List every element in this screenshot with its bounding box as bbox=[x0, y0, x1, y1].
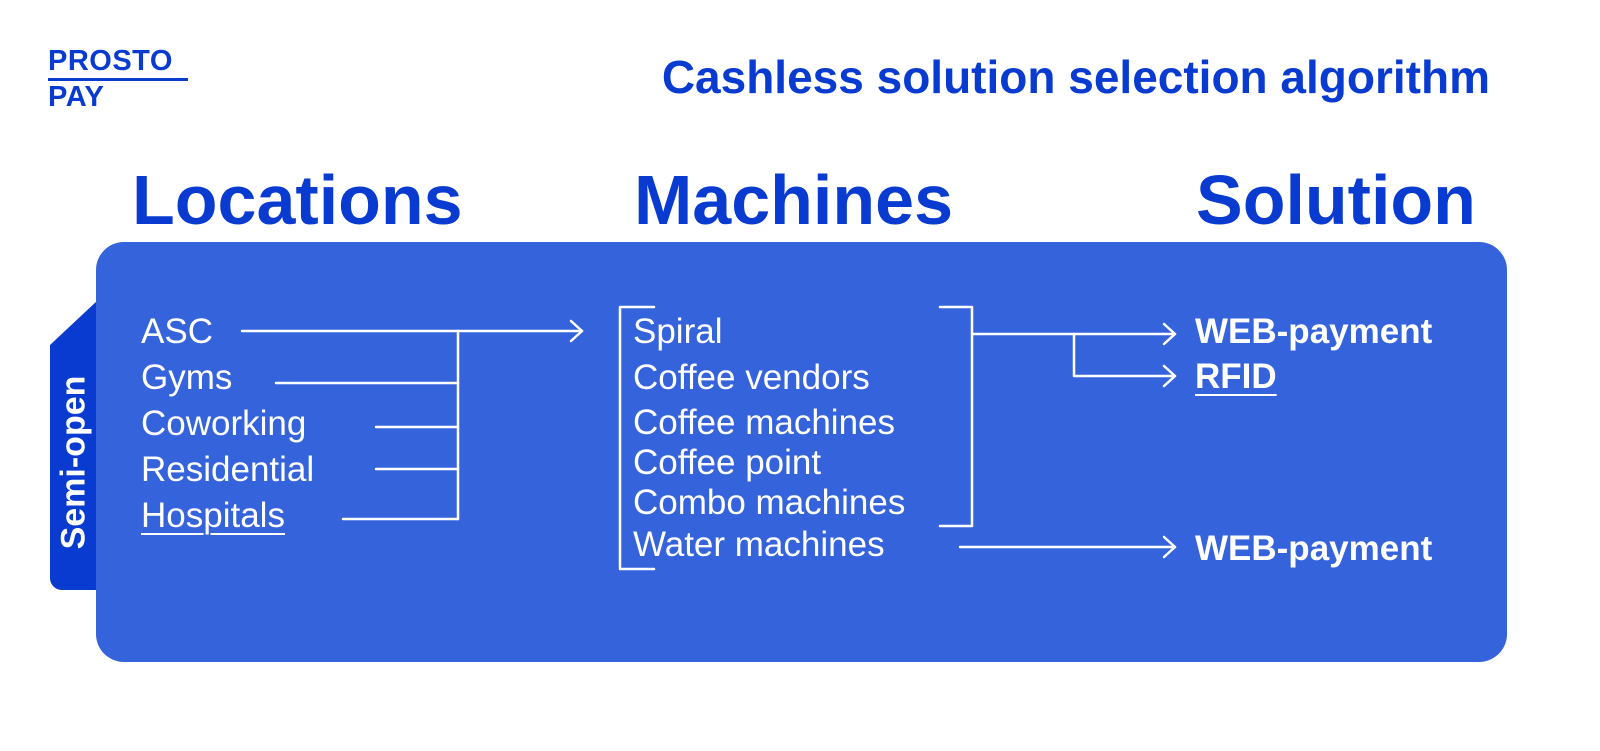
arrowhead-web-payment-2 bbox=[1162, 535, 1177, 559]
machines-left-bracket bbox=[618, 305, 656, 571]
location-gyms: Gyms bbox=[141, 358, 233, 397]
machine-coffee-point: Coffee point bbox=[633, 443, 822, 482]
column-header-machines: Machines bbox=[634, 161, 953, 239]
solution-rfid: RFID bbox=[1195, 357, 1277, 396]
machine-coffee-vendors: Coffee vendors bbox=[633, 358, 870, 397]
solution-web-payment-2: WEB-payment bbox=[1195, 529, 1433, 568]
location-residential: Residential bbox=[141, 450, 315, 489]
connector-to-rfid bbox=[1072, 332, 1177, 378]
column-header-locations: Locations bbox=[132, 161, 463, 239]
machine-water-machines: Water machines bbox=[633, 525, 885, 564]
arrowhead-locations bbox=[569, 319, 584, 343]
logo-line-2: PAY bbox=[48, 81, 105, 113]
arrowhead-web-payment-1 bbox=[1162, 322, 1177, 346]
machine-coffee-machines: Coffee machines bbox=[633, 403, 896, 442]
machine-spiral: Spiral bbox=[633, 312, 723, 351]
location-coworking: Coworking bbox=[141, 404, 307, 443]
location-asc: ASC bbox=[141, 312, 213, 351]
column-header-solution: Solution bbox=[1196, 161, 1476, 239]
solution-web-payment-1: WEB-payment bbox=[1195, 312, 1433, 351]
logo-line-1: PROSTO bbox=[48, 46, 188, 81]
logo: PROSTO PAY bbox=[48, 46, 188, 113]
machines-right-bracket bbox=[938, 305, 974, 528]
diagram-panel bbox=[96, 242, 1507, 662]
page-title: Cashless solution selection algorithm bbox=[661, 51, 1490, 103]
machine-combo-machines: Combo machines bbox=[633, 483, 906, 522]
location-hospitals: Hospitals bbox=[141, 496, 285, 535]
arrowhead-rfid bbox=[1162, 364, 1177, 388]
